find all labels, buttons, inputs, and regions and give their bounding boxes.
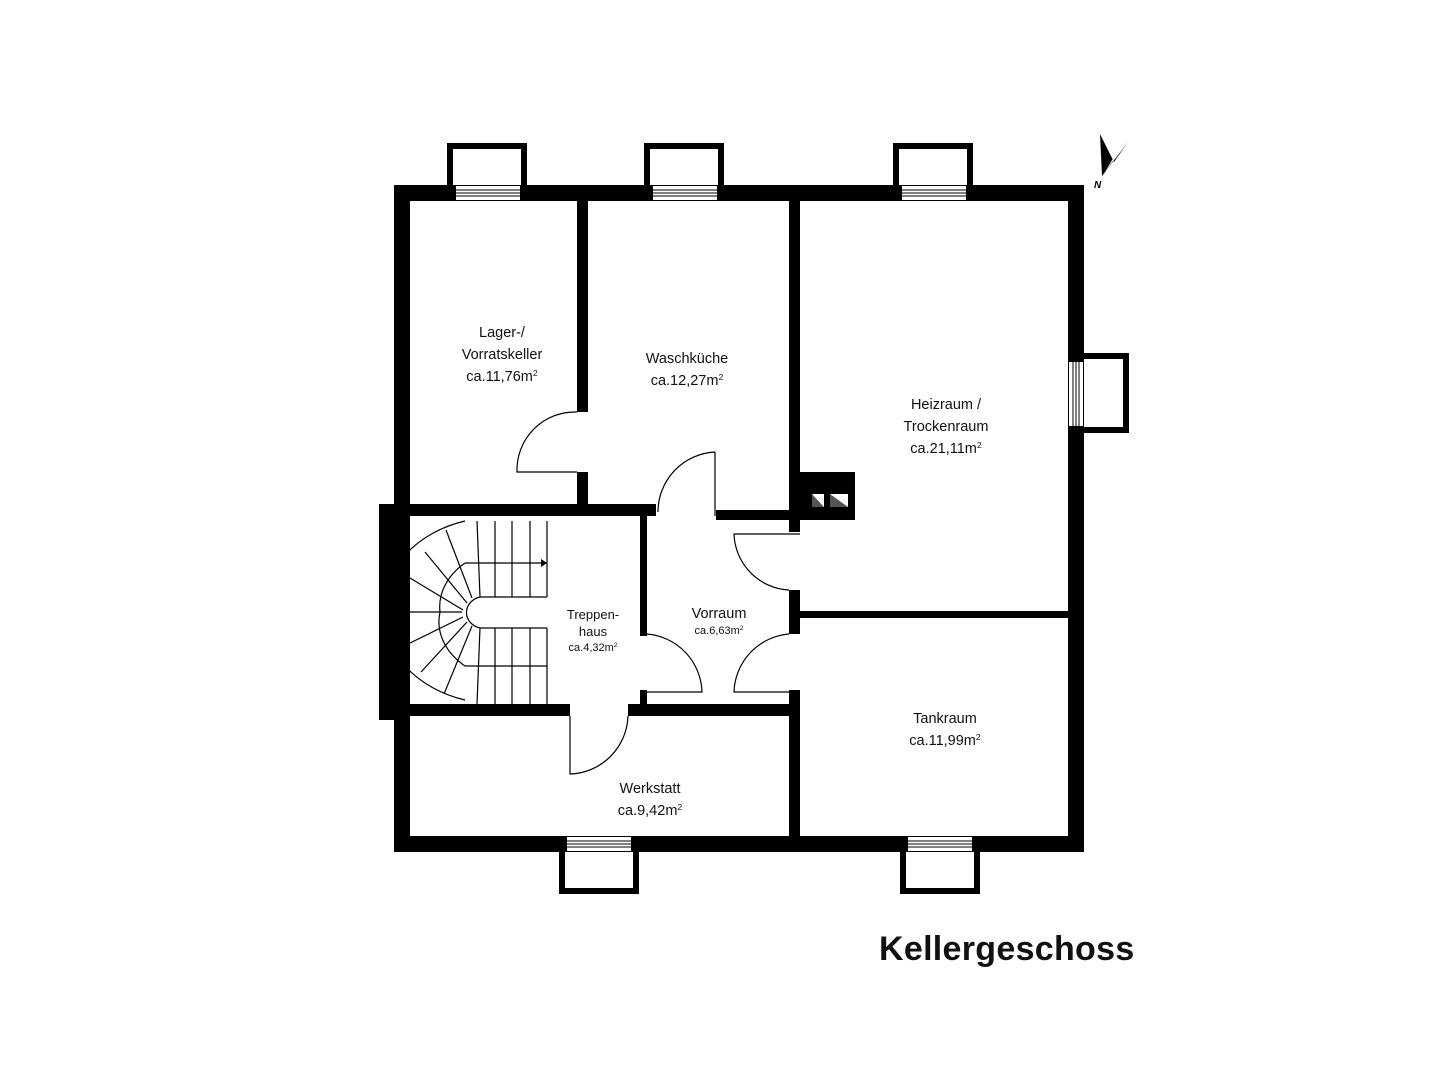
room-name: Heizraum /	[910, 397, 982, 413]
room-name: Lager-/	[479, 325, 525, 341]
floor-title: Kellergeschoss	[879, 930, 1135, 968]
room-name-line2: Vorratskeller	[461, 347, 543, 363]
room-name: Vorraum	[691, 606, 747, 622]
window-well-right	[1077, 353, 1129, 433]
room-area: ca.11,76m2	[466, 367, 538, 385]
interior-walls	[394, 199, 1070, 840]
room-waschkueche: Waschküche ca.12,27m2	[646, 348, 728, 392]
room-area: ca.12,27m2	[650, 371, 724, 389]
room-name: Waschküche	[645, 351, 729, 367]
room-name: Werkstatt	[619, 781, 681, 797]
room-area: ca.11,99m2	[909, 731, 981, 749]
staircase	[382, 520, 548, 705]
room-heizraum: Heizraum / Trockenraum ca.21,11m2	[904, 394, 989, 460]
windows	[456, 186, 1083, 851]
room-werkstatt: Werkstatt ca.9,42m2	[618, 778, 683, 822]
room-name: Treppen-	[566, 607, 620, 622]
room-area: ca.4,32m2	[568, 642, 618, 654]
room-vorraum: Vorraum ca.6,63m2	[692, 606, 747, 640]
window-wells-bottom	[559, 842, 980, 894]
room-name: Tankraum	[913, 711, 977, 727]
north-label: N	[1094, 180, 1102, 191]
room-name-line2: Trockenraum	[903, 419, 989, 435]
room-area: ca.21,11m2	[910, 439, 982, 457]
room-treppenhaus: Treppen- haus ca.4,32m2	[567, 606, 619, 657]
north-arrow-icon: N	[1090, 132, 1134, 197]
room-tankraum: Tankraum ca.11,99m2	[909, 708, 980, 752]
room-name-line2: haus	[578, 624, 608, 639]
doors	[516, 411, 800, 775]
room-area: ca.6,63m2	[694, 625, 744, 637]
room-area: ca.9,42m2	[617, 801, 683, 819]
room-lager: Lager-/ Vorratskeller ca.11,76m2	[462, 322, 543, 388]
